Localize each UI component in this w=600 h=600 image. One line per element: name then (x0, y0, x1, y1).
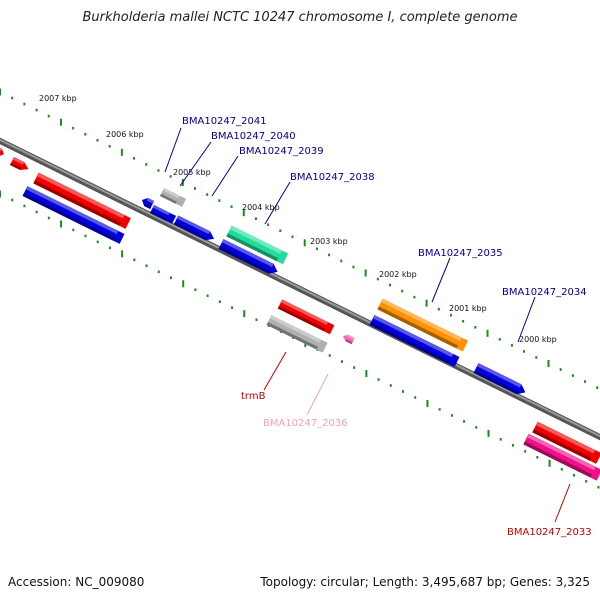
kbp-label-2006: 2006 kbp (106, 130, 144, 139)
gene-label-bma10247-2035[interactable]: BMA10247_2035 (418, 248, 503, 259)
gene-feature-red[interactable] (10, 156, 30, 173)
gene-feature-gray[interactable] (266, 315, 328, 353)
gene-label-bma10247-2040[interactable]: BMA10247_2040 (211, 131, 296, 142)
gene-feature-green[interactable] (226, 225, 289, 265)
accession-text: Accession: NC_009080 (8, 575, 145, 589)
gene-label-bma10247-2034[interactable]: BMA10247_2034 (502, 287, 587, 298)
kbp-label-2007: 2007 kbp (39, 94, 77, 103)
kbp-label-2004: 2004 kbp (242, 203, 280, 212)
gene-feature-magenta[interactable] (523, 433, 600, 481)
topology-text: Topology: circular; Length: 3,495,687 bp… (260, 575, 590, 589)
gene-label-bma10247-2036[interactable]: BMA10247_2036 (263, 418, 348, 429)
gene-feature-red[interactable] (532, 421, 600, 464)
gene-feature-gray[interactable] (160, 187, 187, 207)
kbp-label-2005: 2005 kbp (173, 168, 211, 177)
gene-feature-orange[interactable] (377, 298, 469, 352)
gene-feature-blue[interactable] (140, 196, 155, 210)
label-leaders (164, 127, 571, 523)
gene-feature-blue[interactable] (173, 215, 217, 244)
map-title: Burkholderia mallei NCTC 10247 chromosom… (82, 10, 518, 25)
gene-feature-red[interactable] (33, 172, 131, 229)
gene-features (0, 146, 600, 481)
kbp-label-2002: 2002 kbp (379, 270, 417, 279)
tick-marks (0, 88, 600, 489)
gene-feature-blue[interactable] (473, 363, 528, 397)
gene-feature-red[interactable] (277, 299, 335, 335)
gene-feature-blue[interactable] (218, 239, 280, 277)
gene-feature-blue[interactable] (22, 186, 125, 244)
gene-feature-blue[interactable] (150, 204, 177, 224)
gene-label-bma10247-2041[interactable]: BMA10247_2041 (182, 116, 267, 127)
kbp-label-2001: 2001 kbp (449, 304, 487, 313)
kbp-label-2003: 2003 kbp (310, 237, 348, 246)
gene-feature-pink[interactable] (341, 333, 355, 345)
chromosome-backbone-highlight (0, 138, 600, 438)
gene-feature-blue[interactable] (369, 315, 460, 367)
kbp-label-2000: 2000 kbp (519, 335, 557, 344)
gene-label-bma10247-2033[interactable]: BMA10247_2033 (507, 527, 592, 538)
gene-label-bma10247-2038[interactable]: BMA10247_2038 (290, 172, 375, 183)
gene-feature-red[interactable] (0, 146, 6, 158)
gene-label-trmb[interactable]: trmB (241, 391, 266, 402)
gene-label-bma10247-2039[interactable]: BMA10247_2039 (239, 146, 324, 157)
